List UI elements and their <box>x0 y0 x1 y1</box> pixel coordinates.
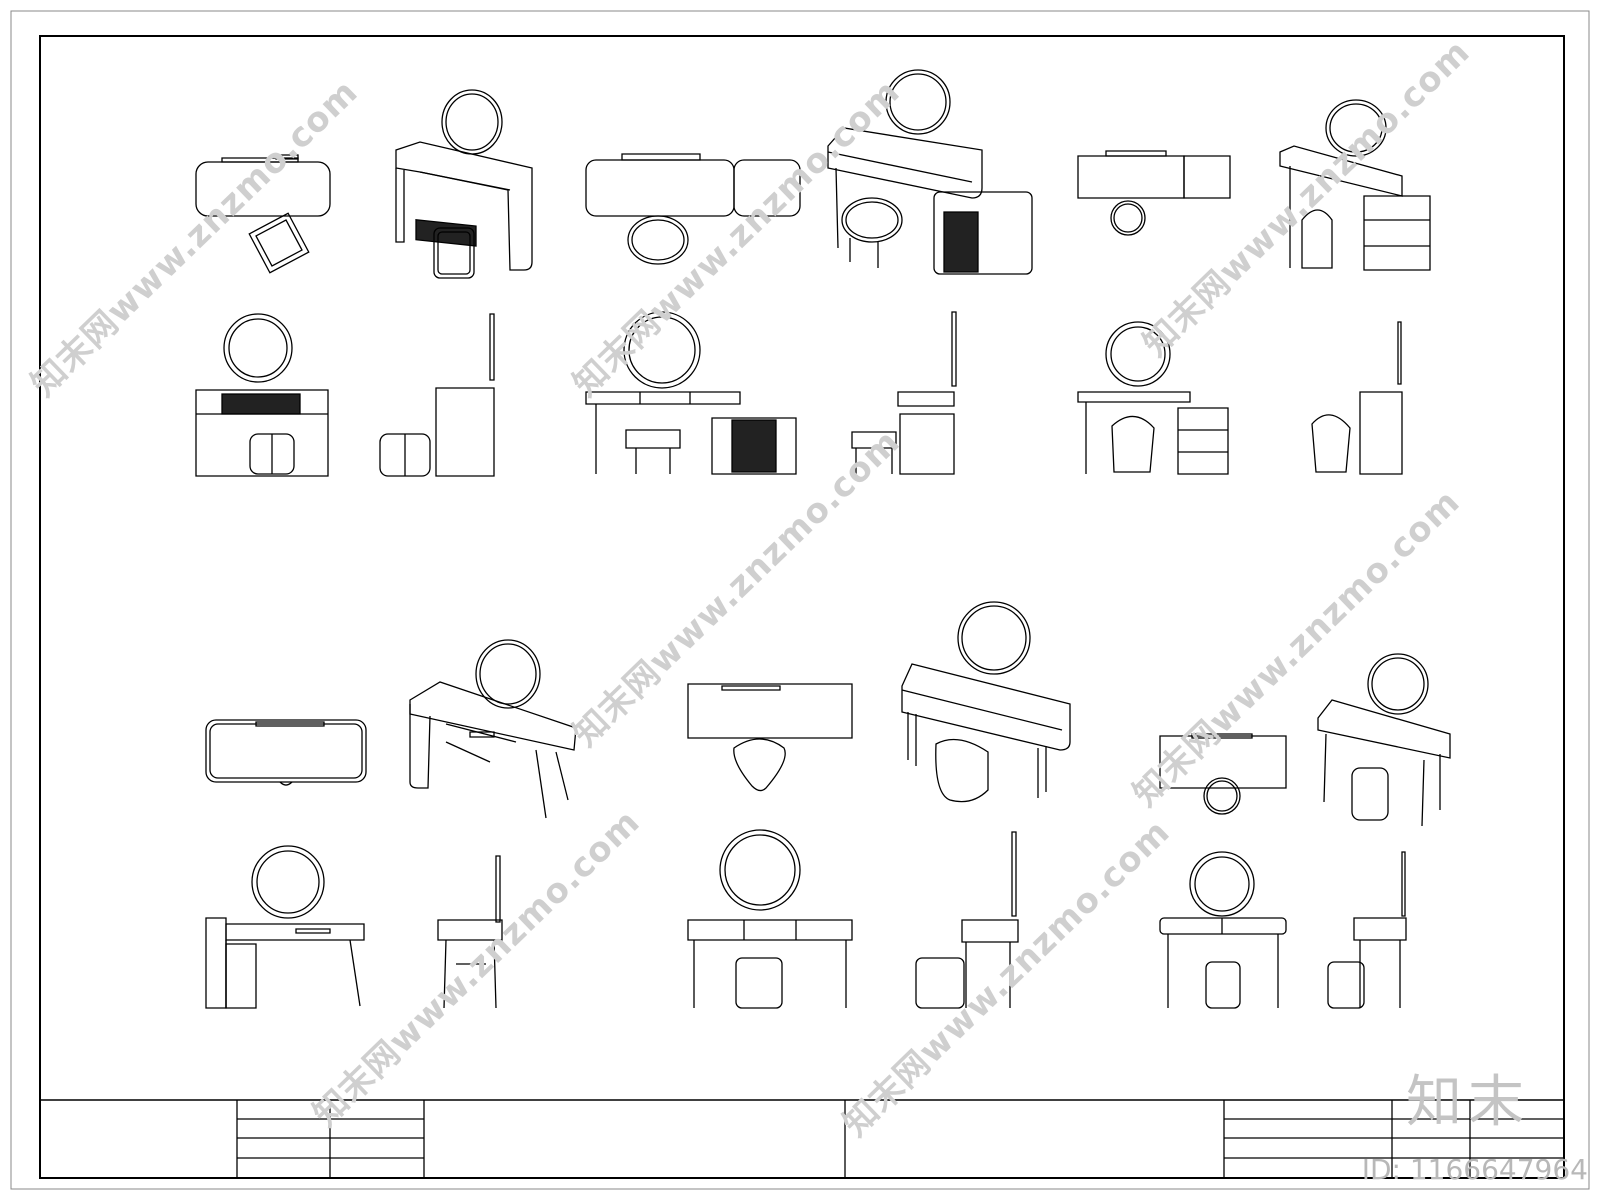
vanity-15-front-elevation <box>1160 852 1286 1008</box>
sheet-frame <box>40 36 1564 1178</box>
watermark-id: ID: 1166647964 <box>1361 1153 1588 1186</box>
vanity-9-side-elevation <box>1312 322 1402 474</box>
vanity-14-top-view <box>1160 734 1286 814</box>
vanity-12-top-view <box>688 684 852 791</box>
vanity-10-side-elevation <box>438 856 502 1008</box>
watermark-logo: 知末 <box>1406 1070 1530 1135</box>
title-block <box>40 1100 1564 1178</box>
vanity-13-perspective <box>902 602 1070 802</box>
sheet-outer-border <box>11 11 1589 1189</box>
vanity-8-side-elevation <box>852 312 956 474</box>
vanity-5-top-view <box>1078 151 1230 235</box>
vanity-15-side-elevation <box>1328 852 1406 1008</box>
vanity-13-front-elevation <box>688 830 852 1008</box>
vanity-8-front-elevation <box>586 312 796 474</box>
vanity-10-front-elevation <box>206 846 364 1008</box>
vanity-3-top-view <box>586 154 800 264</box>
vanity-13-side-elevation <box>916 832 1018 1008</box>
vanity-2-perspective <box>396 90 532 278</box>
vanity-1-top-view <box>196 155 330 273</box>
vanity-7-side-elevation <box>380 314 494 476</box>
vanity-15-perspective <box>1318 654 1450 826</box>
vanity-4-perspective <box>828 70 1032 274</box>
vanity-11-perspective <box>410 640 576 818</box>
vanity-10-top-view <box>206 720 366 785</box>
vanity-6-perspective <box>1280 100 1430 270</box>
vanity-9-front-elevation <box>1078 322 1228 474</box>
vanity-7-front-elevation <box>196 314 328 476</box>
